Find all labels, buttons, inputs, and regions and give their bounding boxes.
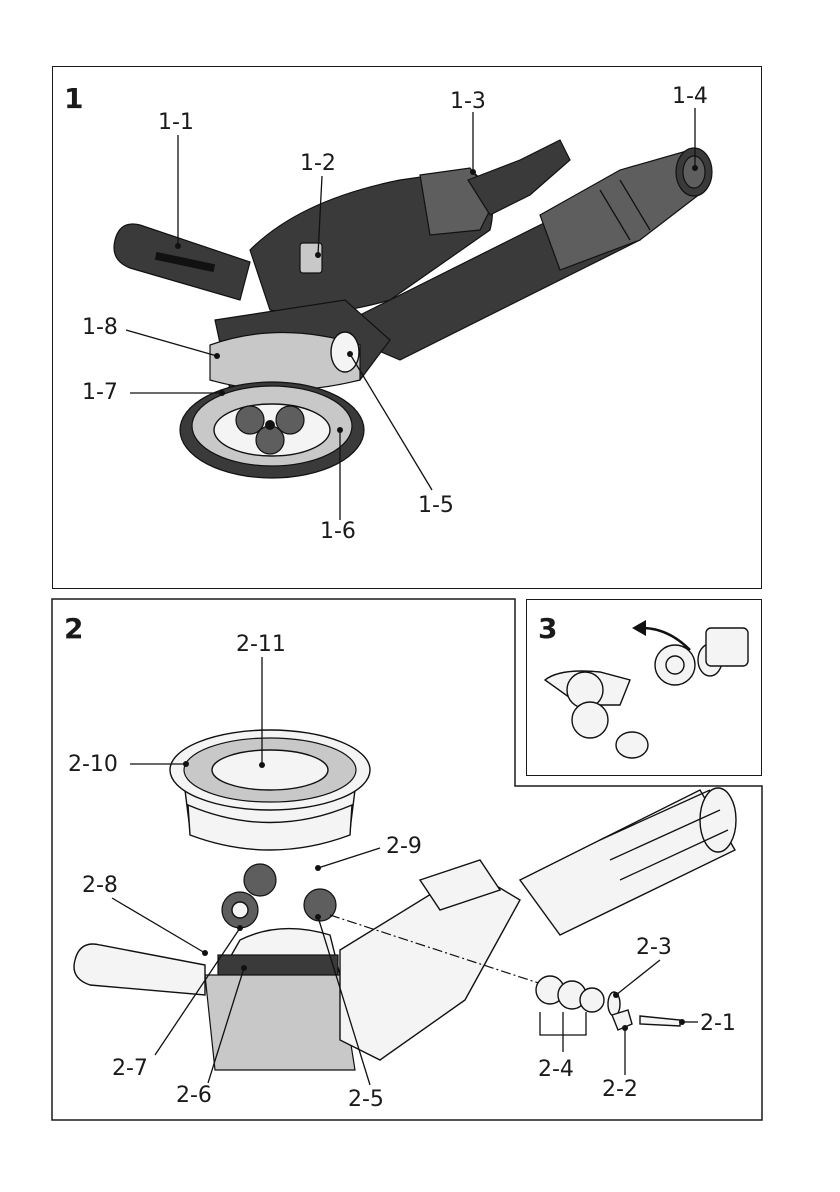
nut-plate-icon — [706, 628, 748, 666]
cutter-spindle-icon — [545, 671, 648, 758]
figure-3-number: 3 — [538, 612, 557, 645]
